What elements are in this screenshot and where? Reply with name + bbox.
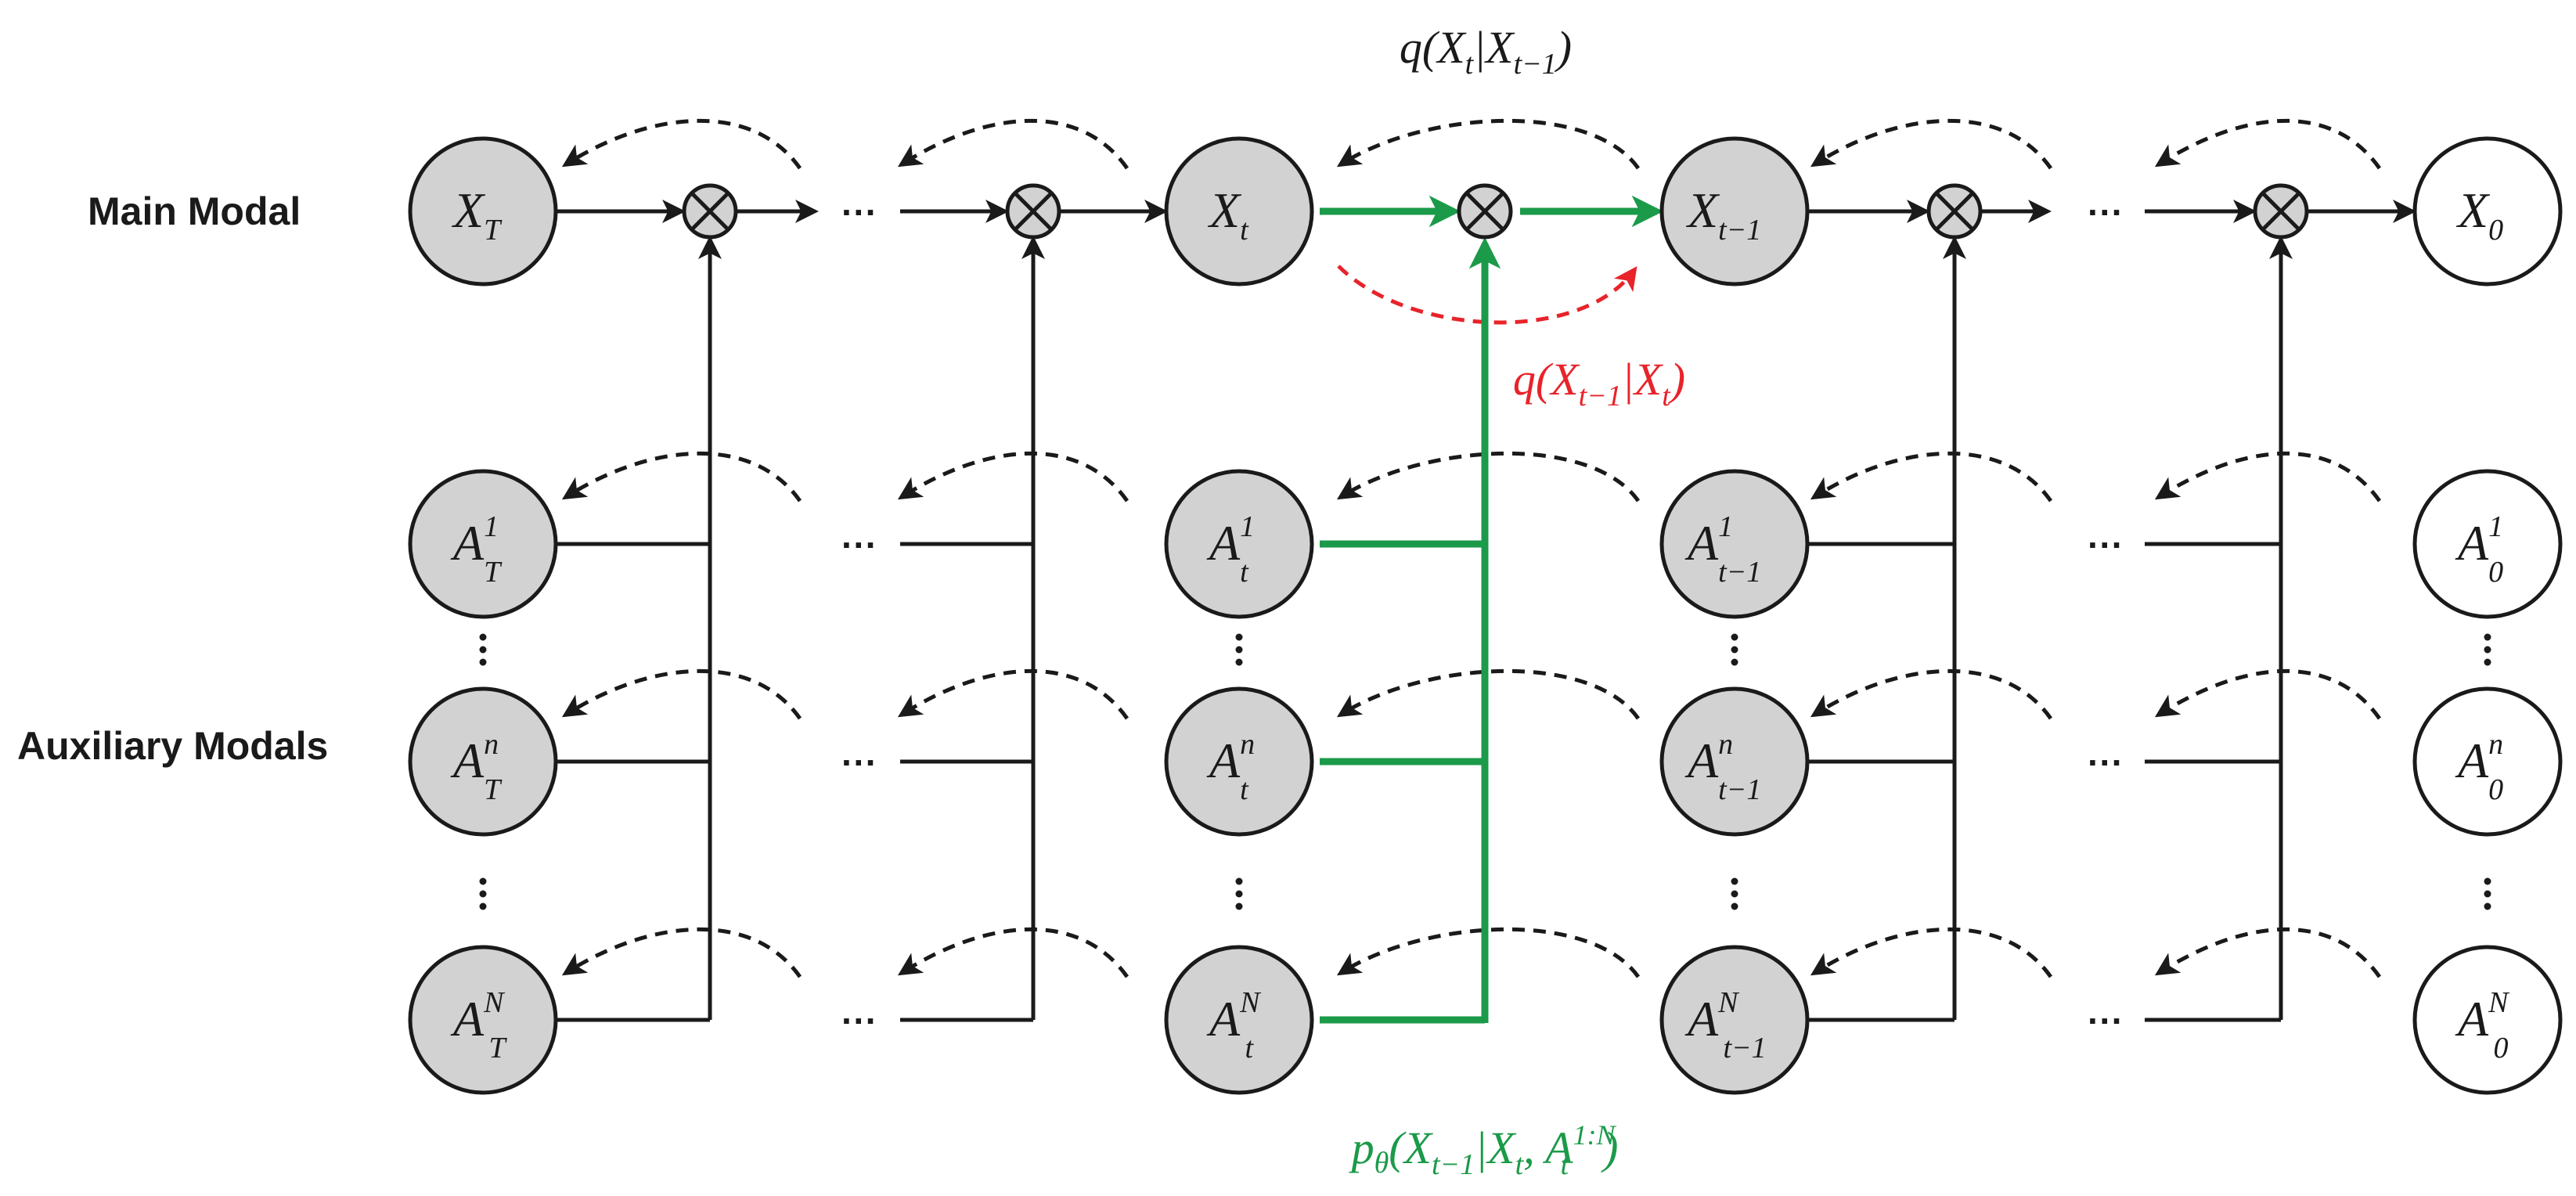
svg-text:ANt−1: ANt−1 <box>1684 986 1767 1065</box>
main-ellipsis: ··· <box>841 192 877 232</box>
reverse-step-arrow <box>897 668 1129 720</box>
reverse-step-arrow <box>897 927 1129 978</box>
aux-ellipsis: ··· <box>841 524 877 565</box>
forward-transition-label: q(Xt|Xt−1) <box>1400 22 1572 81</box>
reverse-step-arrow <box>2154 118 2382 170</box>
vertical-ellipsis <box>1731 877 1738 910</box>
main-node: Xt <box>1164 136 1314 286</box>
svg-text:Xt−1: Xt−1 <box>1685 182 1761 247</box>
svg-text:A1T: A1T <box>450 510 503 589</box>
reverse-step-arrow <box>1810 118 2053 170</box>
svg-text:A1t: A1t <box>1206 510 1255 589</box>
reverse-step-arrow <box>897 118 1129 170</box>
svg-text:AnT: AnT <box>450 728 503 806</box>
reverse-step-arrow <box>2154 927 2382 978</box>
combine-operator <box>682 183 738 240</box>
vertical-ellipsis <box>1235 633 1243 666</box>
aux-ellipsis: ··· <box>2088 524 2124 565</box>
main-ellipsis: ··· <box>2088 192 2124 232</box>
vertical-ellipsis <box>479 877 487 910</box>
vertical-ellipsis <box>2484 633 2491 666</box>
reverse-step-arrow <box>1810 927 2053 978</box>
main-node: X0 <box>2412 136 2563 286</box>
reverse-step-arrow <box>1336 118 1641 170</box>
vertical-ellipsis <box>1235 877 1243 910</box>
reverse-step-arrow <box>1336 668 1641 720</box>
ellipsis-layer: ··· ··· ··· ··· ··· ··· ··· ··· <box>479 192 2491 1041</box>
combine-operator <box>1457 183 1513 240</box>
aux-ellipsis: ··· <box>2088 742 2124 783</box>
svg-text:ANt: ANt <box>1206 986 1262 1065</box>
reverse-step-arrow <box>561 927 802 978</box>
svg-text:Xt: Xt <box>1207 182 1249 247</box>
svg-text:XT: XT <box>451 182 503 247</box>
aux-ellipsis: ··· <box>2088 1000 2124 1041</box>
svg-text:An0: An0 <box>2455 728 2503 806</box>
svg-text:Ant: Ant <box>1206 728 1255 806</box>
svg-text:ANT: ANT <box>450 986 507 1065</box>
reverse-step-arrow <box>897 451 1129 503</box>
main-node: Xt−1 <box>1659 136 1810 286</box>
reverse-step-arrow <box>1336 927 1641 978</box>
main-node: XT <box>408 136 558 286</box>
reverse-step-arrow <box>561 118 802 170</box>
aux-ellipsis: ··· <box>841 1000 877 1041</box>
combine-operator <box>2253 183 2309 240</box>
svg-text:X0: X0 <box>2455 182 2503 247</box>
reverse-step-arrow <box>1810 668 2053 720</box>
reverse-step-arrow <box>1810 451 2053 503</box>
vertical-ellipsis <box>479 633 487 666</box>
reverse-step-arrow <box>2154 668 2382 720</box>
reverse-step-arrow <box>2154 451 2382 503</box>
vertical-ellipsis <box>1731 633 1738 666</box>
svg-text:AN0: AN0 <box>2455 986 2510 1065</box>
svg-text:A1t−1: A1t−1 <box>1684 510 1761 589</box>
posterior-label: q(Xt−1|Xt) <box>1513 354 1685 412</box>
reverse-step-arrow <box>561 451 802 503</box>
combine-operators <box>682 183 2309 240</box>
connector-lines <box>556 118 2416 1024</box>
reverse-step-arrow <box>561 668 802 720</box>
posterior-arrow <box>1337 265 1637 325</box>
combine-operator <box>1926 183 1983 240</box>
aux-ellipsis: ··· <box>841 742 877 783</box>
row-label-auxiliary: Auxiliary Modals <box>17 724 328 768</box>
row-label-main: Main Modal <box>88 189 301 233</box>
svg-text:Ant−1: Ant−1 <box>1684 728 1761 806</box>
combine-operator <box>1005 183 1061 240</box>
reverse-step-arrow <box>1336 451 1641 503</box>
vertical-ellipsis <box>2484 877 2491 910</box>
svg-text:A10: A10 <box>2455 510 2503 589</box>
